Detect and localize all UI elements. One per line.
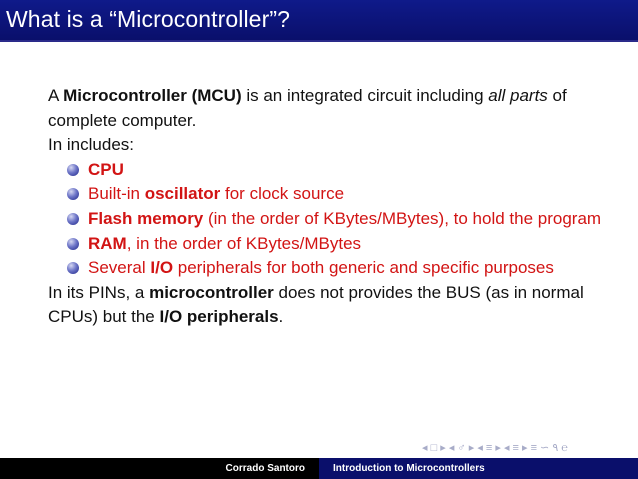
slide-title: What is a “Microcontroller”? <box>6 6 290 32</box>
navigation-controls[interactable]: ◂ □ ▸ ◂ ♂ ▸ ◂ ≡ ▸ ◂ ≡ ▸ ≡ ∽ ۹ ℮ <box>422 442 568 454</box>
bullet-icon <box>67 188 79 201</box>
item-bold: I/O <box>150 258 174 278</box>
item-bold: Flash memory <box>88 208 204 228</box>
title-bar: What is a “Microcontroller”? <box>0 0 638 42</box>
bullet-icon <box>67 262 79 275</box>
intro-text-1: A <box>48 86 64 105</box>
item-bold: oscillator <box>144 184 221 204</box>
intro-paragraph: A Microcontroller (MCU) is an integrated… <box>48 84 608 133</box>
outro-text-2: does not provides the BUS (as in normal … <box>48 282 584 327</box>
footer: Corrado Santoro Introduction to Microcon… <box>0 458 638 479</box>
item-bold: CPU <box>88 159 124 179</box>
footer-author: Corrado Santoro <box>0 458 319 479</box>
item-text: peripherals for both generic and specifi… <box>173 258 554 278</box>
item-text: , in the order of KBytes/MBytes <box>126 233 362 253</box>
item-pre: Several <box>88 258 151 278</box>
outro-text-1: In its PINs, a <box>48 282 150 302</box>
item-text: for clock source <box>220 184 345 204</box>
outro-paragraph: In its PINs, a microcontroller does not … <box>48 281 608 330</box>
includes-line: In includes: <box>48 135 134 155</box>
bullet-icon <box>67 163 79 176</box>
intro-text-3: of complete computer. <box>48 86 567 130</box>
item-text: (in the order of KBytes/MBytes), to hold… <box>203 208 602 228</box>
list-item: Flash memory (in the order of KBytes/MBy… <box>48 207 608 232</box>
list-item: CPU <box>48 158 608 183</box>
outro-text-3: . <box>278 307 284 327</box>
outro-bold-1: microcontroller <box>149 282 274 302</box>
intro-text-2: is an integrated circuit including <box>241 86 489 105</box>
slide-content: A Microcontroller (MCU) is an integrated… <box>48 84 608 330</box>
list-item: Several I/O peripherals for both generic… <box>48 256 608 281</box>
footer-talk-title: Introduction to Microcontrollers <box>319 458 638 479</box>
feature-list: CPU Built-in oscillator for clock source… <box>48 158 608 281</box>
item-bold: RAM <box>88 233 127 253</box>
intro-bold-term: Microcontroller (MCU) <box>63 86 242 105</box>
intro-italic: all parts <box>488 86 548 105</box>
item-pre: Built-in <box>88 184 145 204</box>
bullet-icon <box>67 212 79 225</box>
bullet-icon <box>67 237 79 250</box>
list-item: Built-in oscillator for clock source <box>48 182 608 207</box>
list-item: RAM, in the order of KBytes/MBytes <box>48 232 608 257</box>
outro-bold-2: I/O peripherals <box>159 307 279 327</box>
